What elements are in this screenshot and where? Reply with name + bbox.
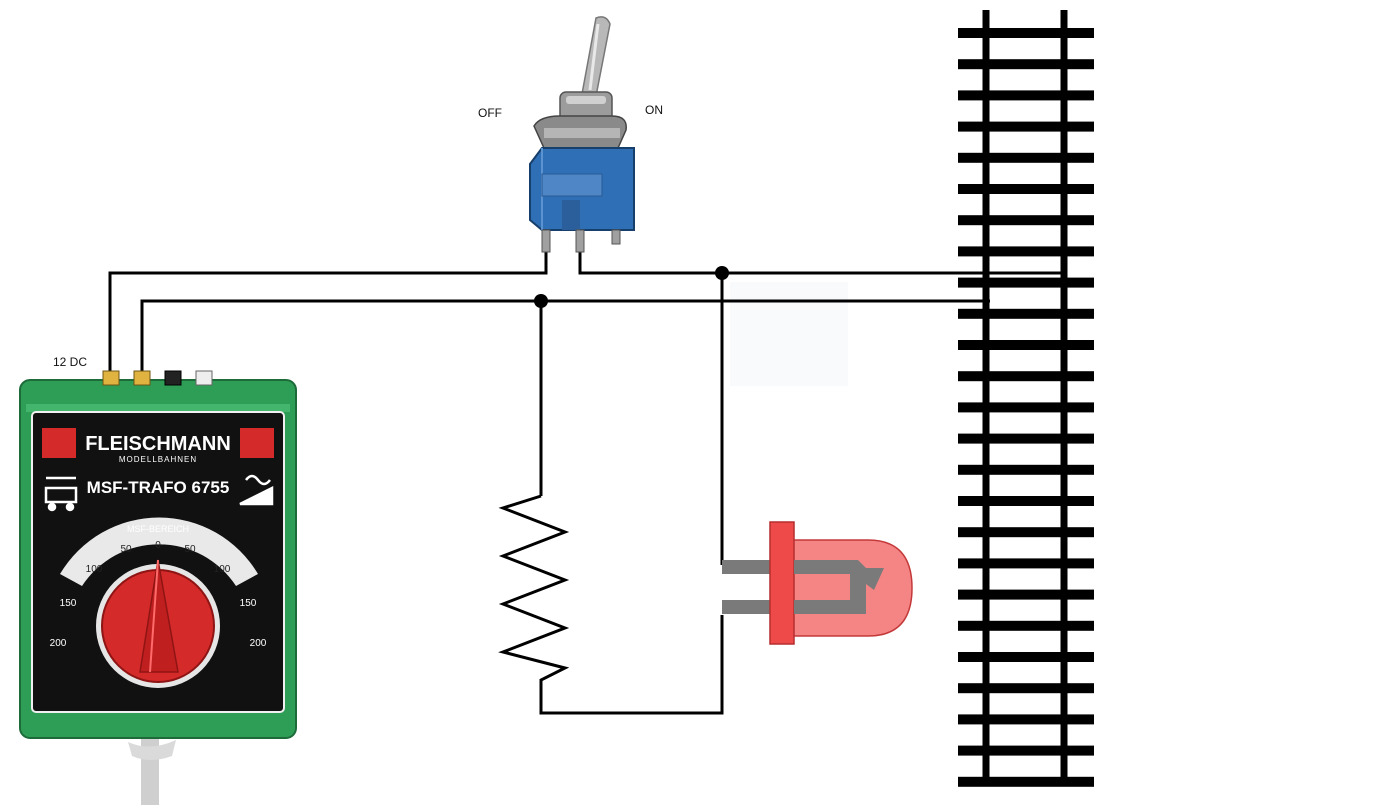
track-tie [958,464,1094,475]
wire-switch-to-track-rail [578,250,1062,275]
scale-tick-label: 150 [60,598,77,609]
track-tie [958,652,1094,662]
indicator-left [42,428,76,458]
led-lead-lower [722,600,774,614]
track-tie [958,527,1094,538]
wagon-icon [44,476,78,512]
wire-terminal-2-to-track-rail [140,299,990,378]
scale-tick-label: 50 [184,544,196,555]
track-tie [958,496,1094,506]
speed-scale-arc [60,517,258,586]
terminal-2 [133,370,151,386]
terminal-1 [102,370,120,386]
scale-tick-label: 200 [50,638,67,649]
track-tie [958,745,1094,756]
scale-ticks: 200 150 100 50 0 50 100 150 200 [50,540,267,649]
track-tie [958,184,1094,194]
switch-pin-middle [575,229,585,253]
track-tie [958,277,1094,288]
track-tie [958,340,1094,350]
junction-dot-lower [534,294,548,308]
switch-pin-right [611,229,621,245]
brand-subtitle: MODELLBAHNEN [119,455,197,464]
track-tie [958,121,1094,132]
track-tie [958,371,1094,382]
track-tie [958,714,1094,725]
track-tie [958,28,1094,38]
toggle-switch [529,16,635,253]
railway-track [958,10,1094,787]
junction-dot-upper [715,266,729,280]
power-input-label: 12 DC [53,355,88,369]
terminal-3 [164,370,182,386]
scale-tick-label: 0 [155,540,161,551]
model-name: MSF-TRAFO 6755 [87,478,230,497]
transformer: FLEISCHMANN MODELLBAHNEN MSF-TRAFO 6755 … [19,370,297,805]
speed-knob [96,559,220,688]
track-tie [958,246,1094,257]
ac-switch-icon [239,474,274,506]
terminal-4 [195,370,213,386]
track-tie [958,215,1094,226]
brand-name: FLEISCHMANN [85,433,231,455]
led-lead-upper [722,560,774,574]
scale-tick-label: 100 [86,564,103,575]
track-tie [958,90,1094,101]
track-tie [958,589,1094,600]
switch-off-label: OFF [478,106,502,120]
led-internal-anvil [794,560,884,614]
scale-tick-label: 50 [120,544,132,555]
switch-on-label: ON [645,103,663,117]
track-tie [958,683,1094,694]
switch-lever [581,16,611,97]
scale-tick-label: 150 [240,598,257,609]
track-tie [958,152,1094,163]
led-flange [769,521,795,645]
wire-switch-to-terminal-1 [108,250,548,378]
scale-title: MSF-BEREICH [127,524,189,534]
resistor-symbol [498,494,724,715]
track-tie [958,433,1094,444]
wires [108,250,1062,715]
switch-pin-left [541,229,551,253]
track-tie [958,308,1094,319]
track-tie [958,776,1094,787]
scale-tick-label: 100 [214,564,231,575]
track-tie [958,558,1094,569]
indicator-right [240,428,274,458]
track-tie [958,620,1094,631]
background-artifact [730,282,848,386]
track-tie [958,59,1094,70]
scale-tick-label: 200 [250,638,267,649]
track-tie [958,402,1094,413]
led [722,521,913,645]
